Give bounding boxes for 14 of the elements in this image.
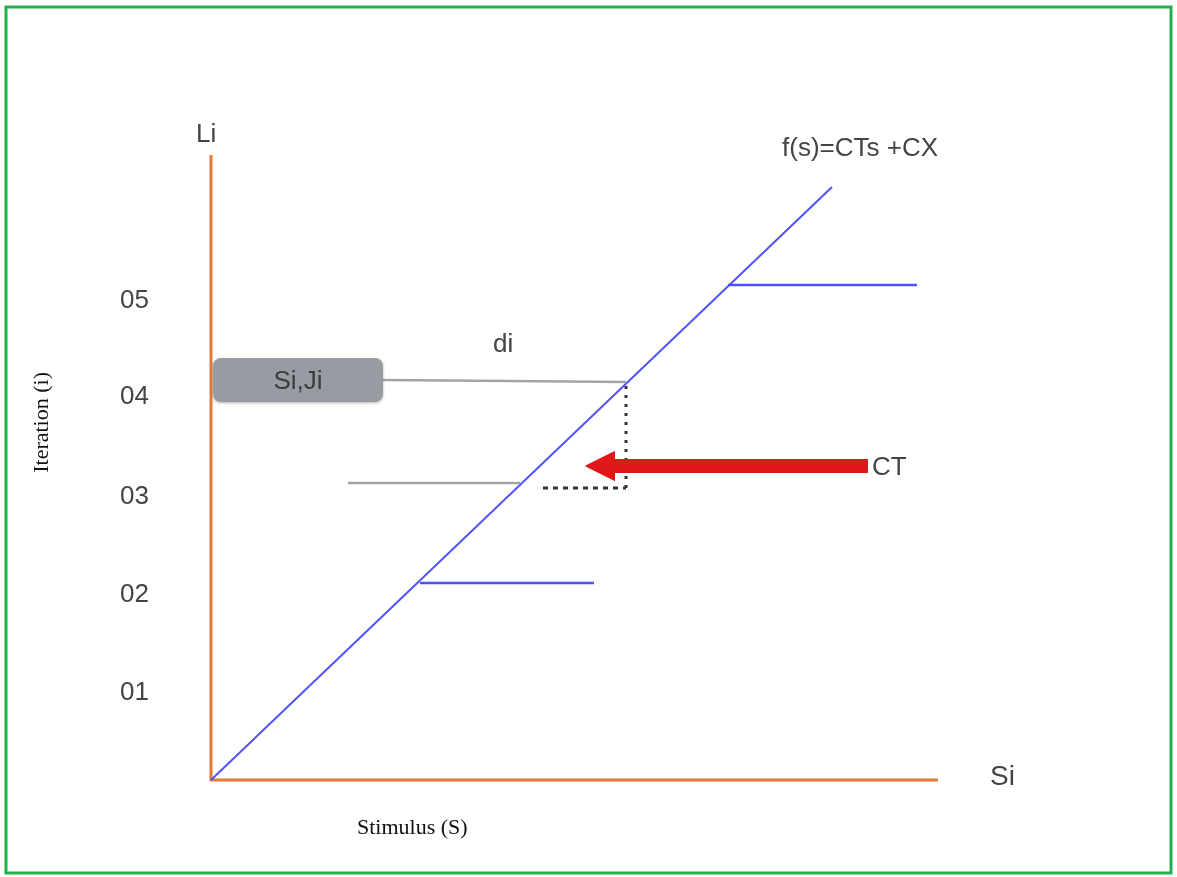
tick-label: 01 [120, 678, 149, 704]
tick-label: 02 [120, 580, 149, 606]
value-box: Si,Ji [213, 358, 383, 402]
axis-title: Stimulus (S) [357, 816, 468, 838]
leader-line [383, 378, 626, 384]
tick-label: 03 [120, 482, 149, 508]
axis-label: Si [990, 762, 1015, 790]
tick-label: 05 [120, 286, 149, 312]
arrow [584, 450, 868, 482]
axis-title: Iteration (i) [30, 372, 52, 473]
arrow-label: CT [872, 452, 932, 480]
tick-label: 04 [120, 382, 149, 408]
axis-label: Li [196, 120, 217, 146]
equation-label: f(s)=CTs +CX [782, 134, 939, 160]
